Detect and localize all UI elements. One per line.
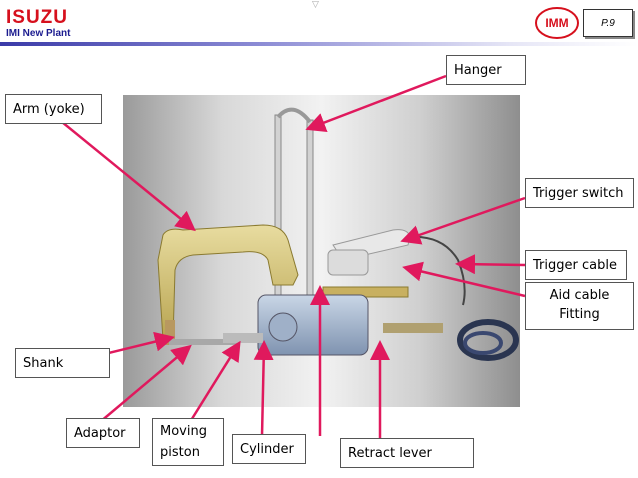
triangle-icon: ▽ <box>312 0 319 10</box>
label-moving-piston-line1: Moving <box>160 424 207 439</box>
label-adaptor: Adaptor <box>66 418 140 448</box>
svg-text:ISUZU: ISUZU <box>6 7 68 26</box>
label-trigger-switch: Trigger switch <box>525 178 634 208</box>
label-arm-yoke: Arm (yoke) <box>5 94 102 124</box>
label-aid-cable-line2: Fitting <box>559 307 600 322</box>
label-aid-cable-line1: Aid cable <box>549 288 610 303</box>
label-hanger: Hanger <box>446 55 526 85</box>
label-trigger-cable: Trigger cable <box>525 250 627 280</box>
imm-logo: IMM <box>535 7 579 39</box>
svg-text:IMM: IMM <box>545 16 568 30</box>
label-aid-cable-fitting: Aid cable Fitting <box>525 282 634 330</box>
page-number: P.9 <box>583 9 633 37</box>
label-moving-piston: Moving piston <box>152 418 224 466</box>
header-bar <box>0 42 638 46</box>
label-shank: Shank <box>15 348 110 378</box>
label-retract-lever: Retract lever <box>340 438 474 468</box>
label-moving-piston-line2: piston <box>160 445 200 460</box>
label-cylinder: Cylinder <box>232 434 306 464</box>
plant-subtitle: IMI New Plant <box>6 28 71 39</box>
isuzu-logo: ISUZU <box>6 7 68 26</box>
spot-welding-gun-photo <box>123 95 520 407</box>
